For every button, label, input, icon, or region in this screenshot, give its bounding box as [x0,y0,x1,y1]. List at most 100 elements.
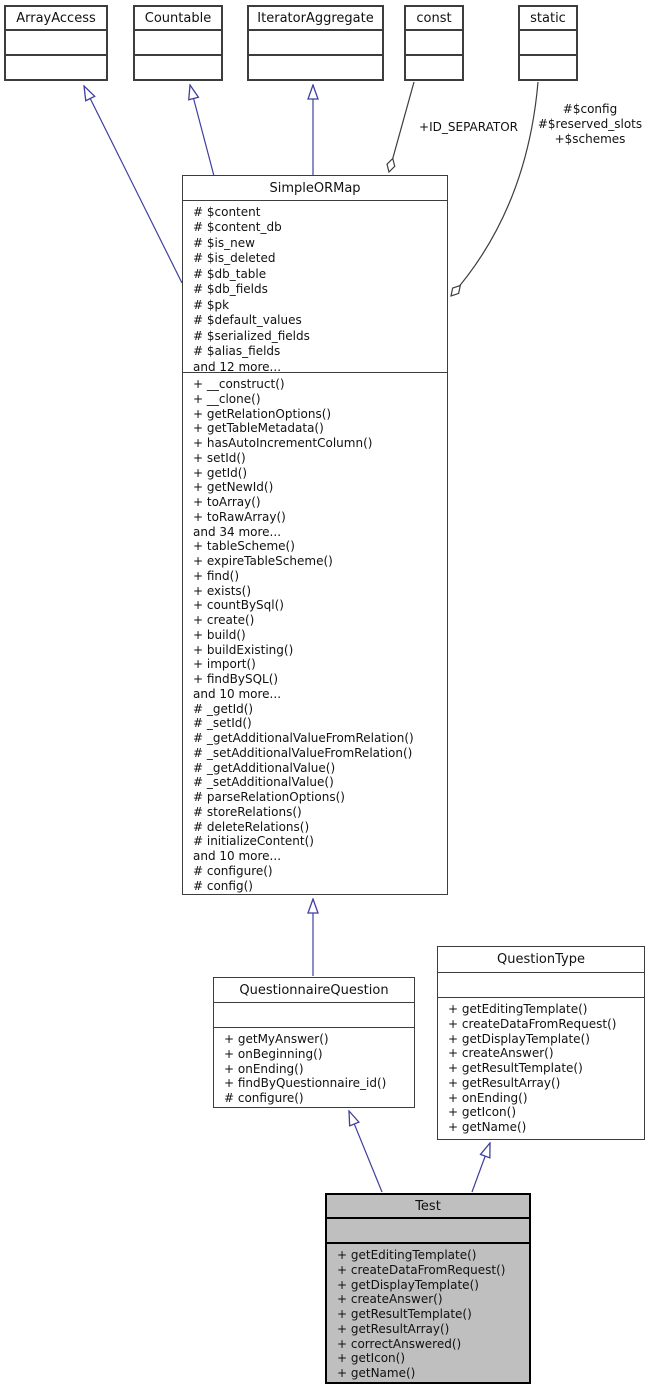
method-line: # storeRelations() [193,804,302,819]
class-attributes-empty [327,1219,529,1244]
method-line: + create() [193,613,255,627]
attribute-line: # $content [193,205,261,219]
method-line: + findByQuestionnaire_id() [224,1076,387,1091]
method-line: + setId() [193,450,246,465]
attribute-line: # $pk [193,297,230,312]
class-box-questiontype[interactable]: QuestionType + getEditingTemplate()+ cre… [437,946,645,1140]
method-line: # initializeContent() [193,834,314,849]
method-line: + toRawArray() [193,509,286,524]
class-box-questionnairequestion[interactable]: QuestionnaireQuestion + getMyAnswer()+ o… [213,977,415,1108]
attribute-line: # $is_new [193,235,255,250]
class-methods: + __construct()+ __clone()+ getRelationO… [183,373,447,894]
class-methods: + getEditingTemplate()+ createDataFromRe… [438,998,644,1139]
method-line: # configure() [193,863,273,878]
method-line: # _setId() [193,716,252,731]
class-box-static: static [518,5,578,81]
attribute-line: # $content_db [193,220,282,235]
attribute-line: # $db_table [193,266,267,281]
class-box-simpleormap[interactable]: SimpleORMap # $content# $content_db# $is… [182,175,448,895]
class-methods: + getEditingTemplate()+ createDataFromRe… [327,1244,529,1382]
method-line: + getResultArray() [337,1321,450,1336]
class-title: Test [327,1195,529,1219]
class-title: SimpleORMap [183,176,447,201]
edge-aggregation-static-simpleormap [451,81,539,296]
method-line: + getId() [193,465,248,480]
method-line: + countBySql() [193,598,284,613]
class-attributes-empty [406,31,462,56]
attribute-line: # $serialized_fields [193,328,310,343]
edge-label-line: #$config [562,102,618,116]
method-line: + getIcon() [448,1105,517,1120]
method-line: # _getAdditionalValue() [193,760,336,775]
method-line: + buildExisting() [193,642,294,657]
method-line: + exists() [193,583,252,598]
method-line: + correctAnswered() [337,1336,462,1351]
class-methods-empty [249,56,382,79]
class-methods-empty [520,56,576,79]
method-line: + createDataFromRequest() [337,1262,506,1277]
class-attributes-empty [135,31,221,56]
method-line: + tableScheme() [193,539,295,554]
method-line: + findBySQL() [193,672,279,686]
class-methods-empty [135,56,221,79]
edge-label-id-separator: +ID_SEPARATOR [419,120,518,134]
edge-label-line: #$reserved_slots [537,117,643,131]
method-line: # deleteRelations() [193,819,310,834]
class-attributes: # $content# $content_db# $is_new# $is_de… [183,201,447,373]
method-line: + hasAutoIncrementColumn() [193,436,373,450]
edge-inheritance-test-questionnairequestion [349,1111,383,1193]
method-line: # parseRelationOptions() [193,790,345,804]
class-attributes-empty [438,973,644,998]
method-line: + onBeginning() [224,1046,323,1061]
method-line: # _getId() [193,701,254,716]
method-line: and 10 more... [193,686,282,701]
method-line: + expireTableScheme() [193,554,333,568]
method-line: + getRelationOptions() [193,406,332,421]
class-title: ArrayAccess [6,7,106,31]
edge-inheritance-test-questiontype [471,1143,490,1193]
method-line: + getEditingTemplate() [448,1002,588,1016]
edge-inheritance-simpleormap-countable [190,85,215,177]
method-line: + createDataFromRequest() [448,1016,617,1031]
class-box-arrayaccess[interactable]: ArrayAccess [4,5,108,81]
class-methods-empty [406,56,462,79]
attribute-line: # $is_deleted [193,251,276,266]
method-line: # config() [193,878,253,893]
method-line: + toArray() [193,495,261,509]
method-line: + getResultTemplate() [337,1307,472,1321]
class-title: IteratorAggregate [249,7,382,31]
class-attributes-empty [249,31,382,56]
method-line: + find() [193,568,240,583]
method-line: + __clone() [193,391,261,406]
class-attributes-empty [6,31,106,56]
class-box-test: Test + getEditingTemplate()+ createDataF… [325,1193,531,1384]
method-line: + getTableMetadata() [193,421,324,436]
method-line: + import() [193,657,256,672]
method-line: # _setAdditionalValueFromRelation() [193,745,413,760]
class-title: static [520,7,576,31]
method-line: # configure() [224,1091,304,1105]
method-line: + onEnding() [448,1090,528,1105]
class-title: Countable [135,7,221,31]
method-line: # _getAdditionalValueFromRelation() [193,731,414,745]
class-box-countable[interactable]: Countable [133,5,223,81]
method-line: # _setAdditionalValue() [193,775,334,790]
method-line: + getDisplayTemplate() [337,1277,479,1292]
method-line: + getDisplayTemplate() [448,1031,590,1046]
method-line: and 10 more... [193,849,282,863]
edge-inheritance-simpleormap-arrayaccess [84,86,183,284]
class-title: QuestionnaireQuestion [214,978,414,1003]
class-methods-empty [6,56,106,79]
method-line: + getName() [337,1366,416,1380]
method-line: + onEnding() [224,1061,304,1076]
edge-label-static-members: #$config#$reserved_slots+$schemes [531,102,649,147]
attribute-line: # $db_fields [193,282,268,297]
method-line: + __construct() [193,377,285,391]
method-line: + getResultArray() [448,1075,561,1090]
class-box-const: const [404,5,464,81]
method-line: + getIcon() [337,1351,406,1366]
class-box-iteratoraggregate[interactable]: IteratorAggregate [247,5,384,81]
attribute-line: # $default_values [193,313,302,328]
